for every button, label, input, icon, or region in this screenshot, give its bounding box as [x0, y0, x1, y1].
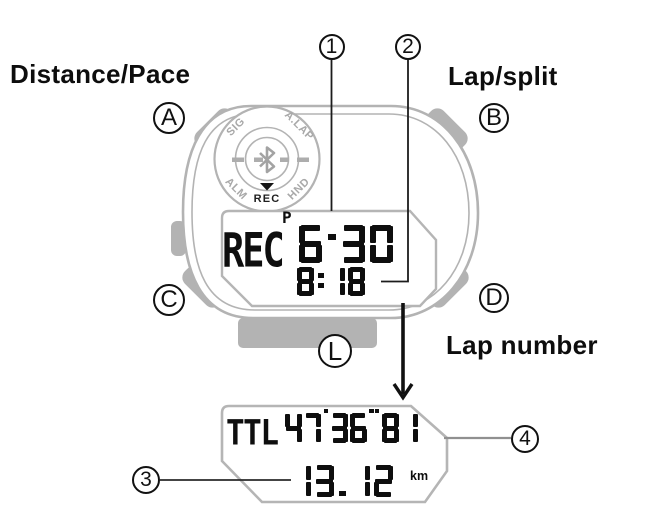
callout-2-marker: 2 [395, 33, 421, 60]
lap-number-label: Lap number [446, 330, 598, 360]
watch-button-l-shape [238, 318, 377, 348]
distance-readout [292, 465, 397, 497]
upper-display-rec-indicator: REC [222, 223, 285, 278]
bluetooth-icon [259, 146, 276, 174]
watch-left-lug [171, 221, 186, 256]
button-c-marker: C [153, 284, 185, 316]
button-l-marker: L [318, 334, 352, 368]
button-b-marker: B [479, 103, 509, 133]
button-a-marker: A [153, 101, 185, 134]
callout-3-marker: 3 [132, 466, 160, 494]
arrow-head-icon [392, 383, 414, 401]
km-unit-label: km [410, 469, 429, 483]
callout-1-marker: 1 [318, 33, 345, 60]
total-time-readout [285, 409, 420, 443]
callout-4-marker: 4 [511, 425, 539, 453]
pace-readout [299, 225, 398, 263]
dial-dash-inner-right [280, 157, 289, 162]
upper-display-pace-flag: P [282, 208, 292, 227]
lower-display-ttl-indicator: TTL [226, 412, 279, 454]
callout-2-line [381, 60, 409, 283]
dial-pointer-label: REC [253, 192, 281, 205]
button-d-marker: D [479, 283, 509, 313]
dial-dash-inner-left [254, 157, 263, 162]
lap-split-label: Lap/split [448, 61, 558, 91]
lap-number-readout [297, 267, 368, 296]
dial-dash-outer-right [297, 157, 309, 162]
dial-pointer-triangle-icon [260, 183, 274, 191]
distance-pace-label: Distance/Pace [10, 59, 191, 89]
dial-dash-outer-left [232, 157, 244, 162]
watch-case-inner [191, 113, 470, 311]
